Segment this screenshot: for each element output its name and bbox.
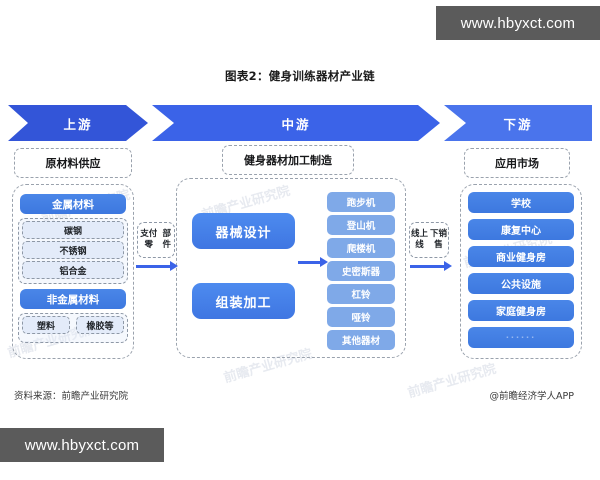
material-item: 碳钢 [22,221,124,239]
market-item: 商业健身房 [468,246,574,267]
chevron-upstream: 上游 [8,105,148,141]
group-title-metal: 金属材料 [20,194,126,214]
credit-note: @前瞻经济学人APP [489,391,574,402]
heading-upstream: 原材料供应 [14,148,132,178]
material-item: 铝合金 [22,261,124,279]
equipment-item: 杠铃 [327,284,395,304]
equipment-item: 其他器材 [327,330,395,350]
material-item: 橡胶等 [76,316,124,334]
watermark-bottom-left: www.hbyxct.com [0,428,164,462]
market-item: 公共设施 [468,273,574,294]
connector-line-2: 下销售 [429,228,447,250]
connector-line-1: 线上线 [410,228,428,250]
connector-line-2: 部件 [162,228,172,250]
equipment-item: 哑铃 [327,307,395,327]
group-title-nonmetal: 非金属材料 [20,289,126,309]
material-item: 不锈钢 [22,241,124,259]
process-assembly: 组装加工 [192,283,295,319]
material-item: 塑料 [22,316,70,334]
chevron-downstream: 下游 [444,105,592,141]
market-item: ······ [468,327,574,348]
market-item: 康复中心 [468,219,574,240]
equipment-item: 跑步机 [327,192,395,212]
connector-online-offline-sales: 线上线 下销售 [409,222,449,258]
equipment-item: 爬楼机 [327,238,395,258]
heading-midstream: 健身器材加工制造 [222,145,354,175]
downstream-container [460,184,582,359]
upstream-container [12,184,134,359]
connector-line-1: 支付零 [140,228,158,250]
market-item: 家庭健身房 [468,300,574,321]
ghost-watermark: 前瞻产业研究院 [406,361,498,402]
watermark-top-right: www.hbyxct.com [436,6,600,40]
heading-downstream: 应用市场 [464,148,570,178]
equipment-item: 史密斯器 [327,261,395,281]
process-design: 器械设计 [192,213,295,249]
chart-title: 图表2：健身训练器材产业链 [225,69,375,83]
chevron-midstream: 中游 [152,105,440,141]
connector-supply-parts: 支付零 部件 [137,222,175,258]
equipment-item: 登山机 [327,215,395,235]
source-note: 资料来源：前瞻产业研究院 [14,391,129,402]
market-item: 学校 [468,192,574,213]
value-chain-chevrons: 上游 中游 下游 [8,105,592,141]
